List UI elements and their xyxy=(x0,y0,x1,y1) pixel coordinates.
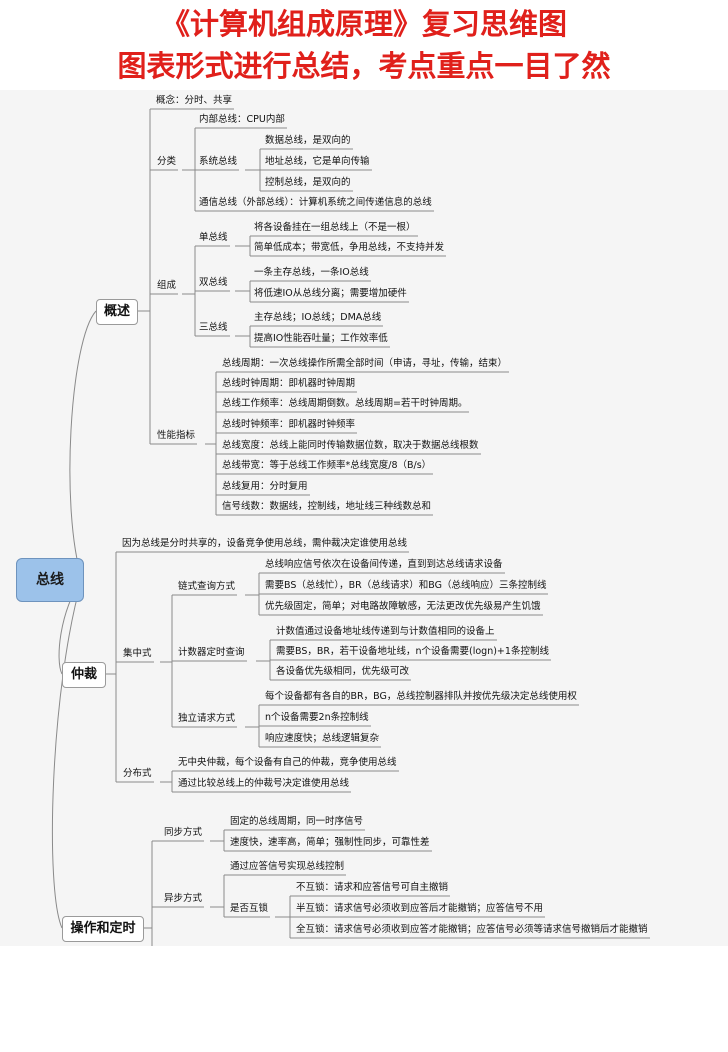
interlock-label: 是否互锁 xyxy=(230,903,269,914)
triple-bus-label: 三总线 xyxy=(199,322,228,333)
system-bus-item: 数据总线，是双向的 xyxy=(265,135,351,146)
single-bus-item: 简单低成本；带宽低，争用总线，不支持并发 xyxy=(254,242,445,253)
single-bus-label: 单总线 xyxy=(199,232,228,243)
sync-item: 速度快，速率高，简单；强制性同步，可靠性差 xyxy=(230,837,430,848)
chain-item: 优先级固定，简单；对电路故障敏感，无法更改优先级易产生饥饿 xyxy=(265,601,541,612)
root-node[interactable]: 总线 xyxy=(16,558,84,602)
dual-bus-item: 将低速IO从总线分离；需要增加硬件 xyxy=(254,288,407,299)
classification-label: 分类 xyxy=(157,156,177,167)
internal-bus: 内部总线：CPU内部 xyxy=(199,114,285,125)
independent-item: 每个设备都有各自的BR，BG，总线控制器排队并按优先级决定总线使用权 xyxy=(265,691,577,702)
chain-item: 总线响应信号依次在设备间传递，直到到达总线请求设备 xyxy=(265,559,503,570)
sync-label: 同步方式 xyxy=(164,827,203,838)
node-overview[interactable]: 概述 xyxy=(96,299,138,325)
comm-bus: 通信总线（外部总线）：计算机系统之间传递信息的总线 xyxy=(199,197,432,208)
dual-bus-label: 双总线 xyxy=(199,277,228,288)
connector-lines xyxy=(51,108,650,946)
root-link xyxy=(51,578,83,929)
arbitration-reason: 因为总线是分时共享的，设备竞争使用总线，需仲裁决定谁使用总线 xyxy=(122,538,408,549)
dual-bus-item: 一条主存总线，一条IO总线 xyxy=(254,267,369,278)
performance-item: 总线周期：一次总线操作所需全部时间（申请，寻址，传输，结束） xyxy=(222,358,508,369)
root-link xyxy=(69,310,97,580)
distributed-item: 无中央仲裁，每个设备有自己的仲裁，竞争使用总线 xyxy=(178,757,397,768)
system-bus-label: 系统总线 xyxy=(199,156,238,167)
independent-label: 独立请求方式 xyxy=(178,713,236,724)
performance-item: 总线复用：分时复用 xyxy=(222,481,308,492)
counter-item: 各设备优先级相同，优先级可改 xyxy=(276,666,410,677)
chain-label: 链式查询方式 xyxy=(178,581,236,592)
counter-label: 计数器定时查询 xyxy=(178,647,245,658)
node-arbitration[interactable]: 仲裁 xyxy=(62,662,106,688)
interlock-item: 半互锁：请求信号必须收到应答后才能撤销；应答信号不用 xyxy=(296,903,544,914)
triple-bus-item: 提高IO性能吞吐量；工作效率低 xyxy=(254,333,388,344)
system-bus-item: 地址总线，它是单向传输 xyxy=(265,156,370,167)
interlock-item: 全互锁：请求信号必须收到应答才能撤销；应答信号必须等请求信号撤销后才能撤销 xyxy=(296,924,648,935)
title-line-2: 图表形式进行总结，考点重点一目了然 xyxy=(117,49,611,83)
title-line-1: 《计算机组成原理》复习思维图 xyxy=(160,7,567,41)
performance-label: 性能指标 xyxy=(157,430,196,441)
composition-label: 组成 xyxy=(157,280,177,291)
performance-item: 总线工作频率：总线周期倒数。总线周期=若干时钟周期。 xyxy=(222,398,468,409)
mind-map: 总线 概述 仲裁 操作和定时 概念：分时、共享 分类 内部总线：CPU内部 系统… xyxy=(0,90,728,946)
async-label: 异步方式 xyxy=(164,893,203,904)
centralized-label: 集中式 xyxy=(123,648,152,659)
node-timing[interactable]: 操作和定时 xyxy=(62,916,144,942)
sync-item: 固定的总线周期，同一时序信号 xyxy=(230,816,364,827)
counter-item: 计数值通过设备地址线传递到与计数值相同的设备上 xyxy=(276,626,495,637)
interlock-item: 不互锁：请求和应答信号可自主撤销 xyxy=(296,882,449,893)
performance-item: 总线带宽：等于总线工作频率*总线宽度/8（B/s） xyxy=(222,460,432,471)
performance-item: 总线时钟频率：即机器时钟频率 xyxy=(222,419,356,430)
performance-item: 总线时钟周期：即机器时钟周期 xyxy=(222,378,356,389)
system-bus-item: 控制总线，是双向的 xyxy=(265,177,351,188)
performance-item: 总线宽度：总线上能同时传输数据位数，取决于数据总线根数 xyxy=(222,440,479,451)
independent-item: 响应速度快；总线逻辑复杂 xyxy=(265,733,380,744)
chain-item: 需要BS（总线忙），BR（总线请求）和BG（总线响应）三条控制线 xyxy=(265,580,547,591)
overview-concept: 概念：分时、共享 xyxy=(156,95,233,106)
counter-item: 需要BS，BR，若干设备地址线，n个设备需要(logn)+1条控制线 xyxy=(276,646,549,657)
performance-item: 信号线数：数据线，控制线，地址线三种线数总和 xyxy=(222,501,432,512)
distributed-item: 通过比较总线上的仲裁号决定谁使用总线 xyxy=(178,778,350,789)
async-desc: 通过应答信号实现总线控制 xyxy=(230,861,345,872)
single-bus-item: 将各设备挂在一组总线上（不是一根） xyxy=(254,222,416,233)
distributed-label: 分布式 xyxy=(123,768,152,779)
triple-bus-item: 主存总线；IO总线；DMA总线 xyxy=(254,312,382,323)
independent-item: n个设备需要2n条控制线 xyxy=(265,712,369,723)
